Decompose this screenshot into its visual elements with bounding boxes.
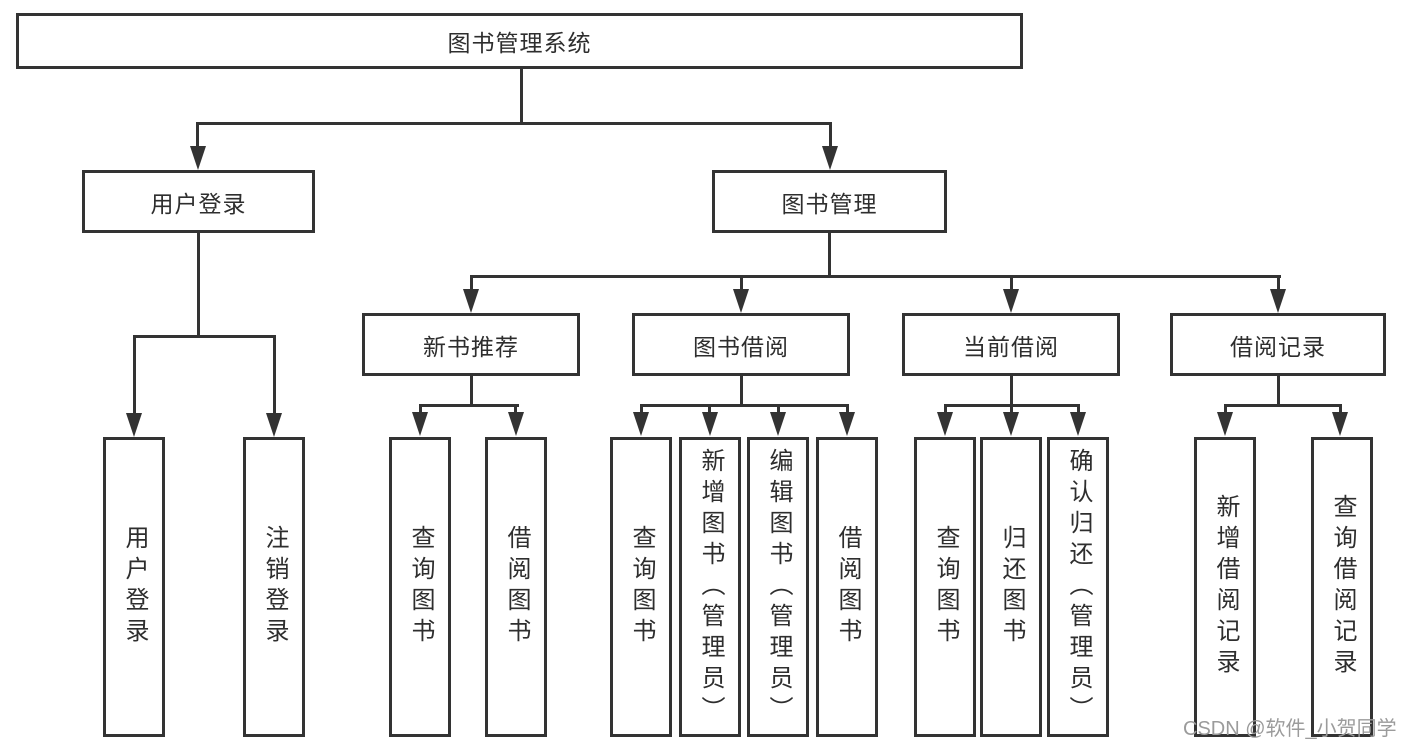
- connector-drop-bb-query: [640, 404, 643, 416]
- connector-drop-user-login: [196, 122, 199, 150]
- arrow-down-icon: [1217, 412, 1233, 436]
- leaf-bb-edit-books-admin: 编辑图书（管理员）: [747, 437, 809, 737]
- arrow-down-icon: [412, 412, 428, 436]
- arrow-down-icon: [733, 289, 749, 313]
- node-book-borrow-label: 图书借阅: [693, 333, 789, 360]
- connector-drop-new-book-rec: [470, 275, 473, 292]
- leaf-br-query-record: 查询借阅记录: [1311, 437, 1373, 737]
- leaf-br-query-record-label: 查询借阅记录: [1329, 494, 1356, 680]
- leaf-bb-query-books-label: 查询图书: [628, 525, 655, 649]
- arrow-down-icon: [463, 289, 479, 313]
- leaf-user-login: 用户登录: [103, 437, 165, 737]
- node-book-mgmt-label: 图书管理: [781, 190, 878, 217]
- leaf-nb-borrow-books-label: 借阅图书: [503, 525, 530, 649]
- leaf-bb-borrow-books-label: 借阅图书: [834, 525, 861, 649]
- leaf-br-add-record-label: 新增借阅记录: [1212, 494, 1239, 680]
- connector-drop-nb-borrow: [514, 404, 517, 416]
- arrow-down-icon: [190, 146, 206, 170]
- connector-drop-book-mgmt: [829, 122, 832, 150]
- connector-bb-stub: [740, 376, 743, 407]
- node-book-mgmt: 图书管理: [712, 170, 947, 233]
- connector-drop-cb-confirm: [1077, 404, 1080, 416]
- node-new-book-rec: 新书推荐: [362, 313, 580, 376]
- leaf-nb-query-books-label: 查询图书: [407, 525, 434, 649]
- node-current-borrow: 当前借阅: [902, 313, 1120, 376]
- node-root-label: 图书管理系统: [447, 30, 592, 56]
- connector-drop-bb-borrow: [846, 404, 849, 416]
- connector-drop-br-query: [1339, 404, 1342, 416]
- leaf-bb-add-books-admin: 新增图书（管理员）: [679, 437, 741, 737]
- arrow-down-icon: [1003, 412, 1019, 436]
- leaf-cb-query-books-label: 查询图书: [932, 525, 959, 649]
- connector-book-mgmt-bar: [470, 275, 1281, 278]
- connector-br-stub: [1277, 376, 1280, 407]
- arrow-down-icon: [702, 412, 718, 436]
- connector-drop-cb-return: [1010, 404, 1013, 416]
- leaf-nb-query-books: 查询图书: [389, 437, 451, 737]
- connector-drop-borrow-record: [1277, 275, 1280, 292]
- arrow-down-icon: [1332, 412, 1348, 436]
- connector-level1-bar: [196, 122, 832, 125]
- leaf-logout: 注销登录: [243, 437, 305, 737]
- leaf-nb-borrow-books: 借阅图书: [485, 437, 547, 737]
- leaf-bb-add-books-admin-label: 新增图书（管理员）: [697, 447, 724, 727]
- node-root: 图书管理系统: [16, 13, 1023, 69]
- arrow-down-icon: [839, 412, 855, 436]
- arrow-down-icon: [508, 412, 524, 436]
- leaf-cb-query-books: 查询图书: [914, 437, 976, 737]
- connector-drop-bb-edit: [777, 404, 780, 416]
- connector-nb-stub: [470, 376, 473, 407]
- connector-drop-book-borrow: [740, 275, 743, 292]
- arrow-down-icon: [126, 413, 142, 437]
- connector-drop-current-borrow: [1010, 275, 1013, 292]
- arrow-down-icon: [1003, 289, 1019, 313]
- leaf-user-login-label: 用户登录: [121, 525, 148, 649]
- arrow-down-icon: [937, 412, 953, 436]
- connector-drop-ul-user-login: [133, 335, 136, 415]
- leaf-cb-confirm-return-admin-label: 确认归还（管理员）: [1065, 447, 1092, 727]
- arrow-down-icon: [1270, 289, 1286, 313]
- connector-drop-ul-logout: [273, 335, 276, 415]
- leaf-bb-edit-books-admin-label: 编辑图书（管理员）: [765, 447, 792, 727]
- leaf-bb-query-books: 查询图书: [610, 437, 672, 737]
- arrow-down-icon: [266, 413, 282, 437]
- connector-book-mgmt-stub: [828, 233, 831, 278]
- connector-user-login-bar: [133, 335, 276, 338]
- connector-cb-stub: [1010, 376, 1013, 407]
- connector-br-bar: [1224, 404, 1342, 407]
- connector-bb-bar: [640, 404, 849, 407]
- node-current-borrow-label: 当前借阅: [963, 333, 1059, 360]
- node-user-login: 用户登录: [82, 170, 315, 233]
- node-user-login-label: 用户登录: [150, 190, 247, 217]
- arrow-down-icon: [1070, 412, 1086, 436]
- connector-nb-bar: [419, 404, 519, 407]
- connector-drop-bb-add: [708, 404, 711, 416]
- leaf-br-add-record: 新增借阅记录: [1194, 437, 1256, 737]
- node-new-book-rec-label: 新书推荐: [423, 333, 519, 360]
- node-borrow-record: 借阅记录: [1170, 313, 1386, 376]
- connector-drop-nb-query: [419, 404, 422, 416]
- connector-drop-br-add: [1224, 404, 1227, 416]
- leaf-cb-return-books: 归还图书: [980, 437, 1042, 737]
- leaf-bb-borrow-books: 借阅图书: [816, 437, 878, 737]
- connector-user-login-stub: [197, 233, 200, 338]
- connector-root-stub: [520, 69, 523, 125]
- leaf-cb-confirm-return-admin: 确认归还（管理员）: [1047, 437, 1109, 737]
- node-borrow-record-label: 借阅记录: [1230, 333, 1326, 360]
- connector-drop-cb-query: [944, 404, 947, 416]
- arrow-down-icon: [770, 412, 786, 436]
- arrow-down-icon: [822, 146, 838, 170]
- arrow-down-icon: [633, 412, 649, 436]
- node-book-borrow: 图书借阅: [632, 313, 850, 376]
- leaf-cb-return-books-label: 归还图书: [998, 525, 1025, 649]
- leaf-logout-label: 注销登录: [261, 525, 288, 649]
- csdn-watermark: CSDN @软件_小贺同学: [1183, 718, 1397, 740]
